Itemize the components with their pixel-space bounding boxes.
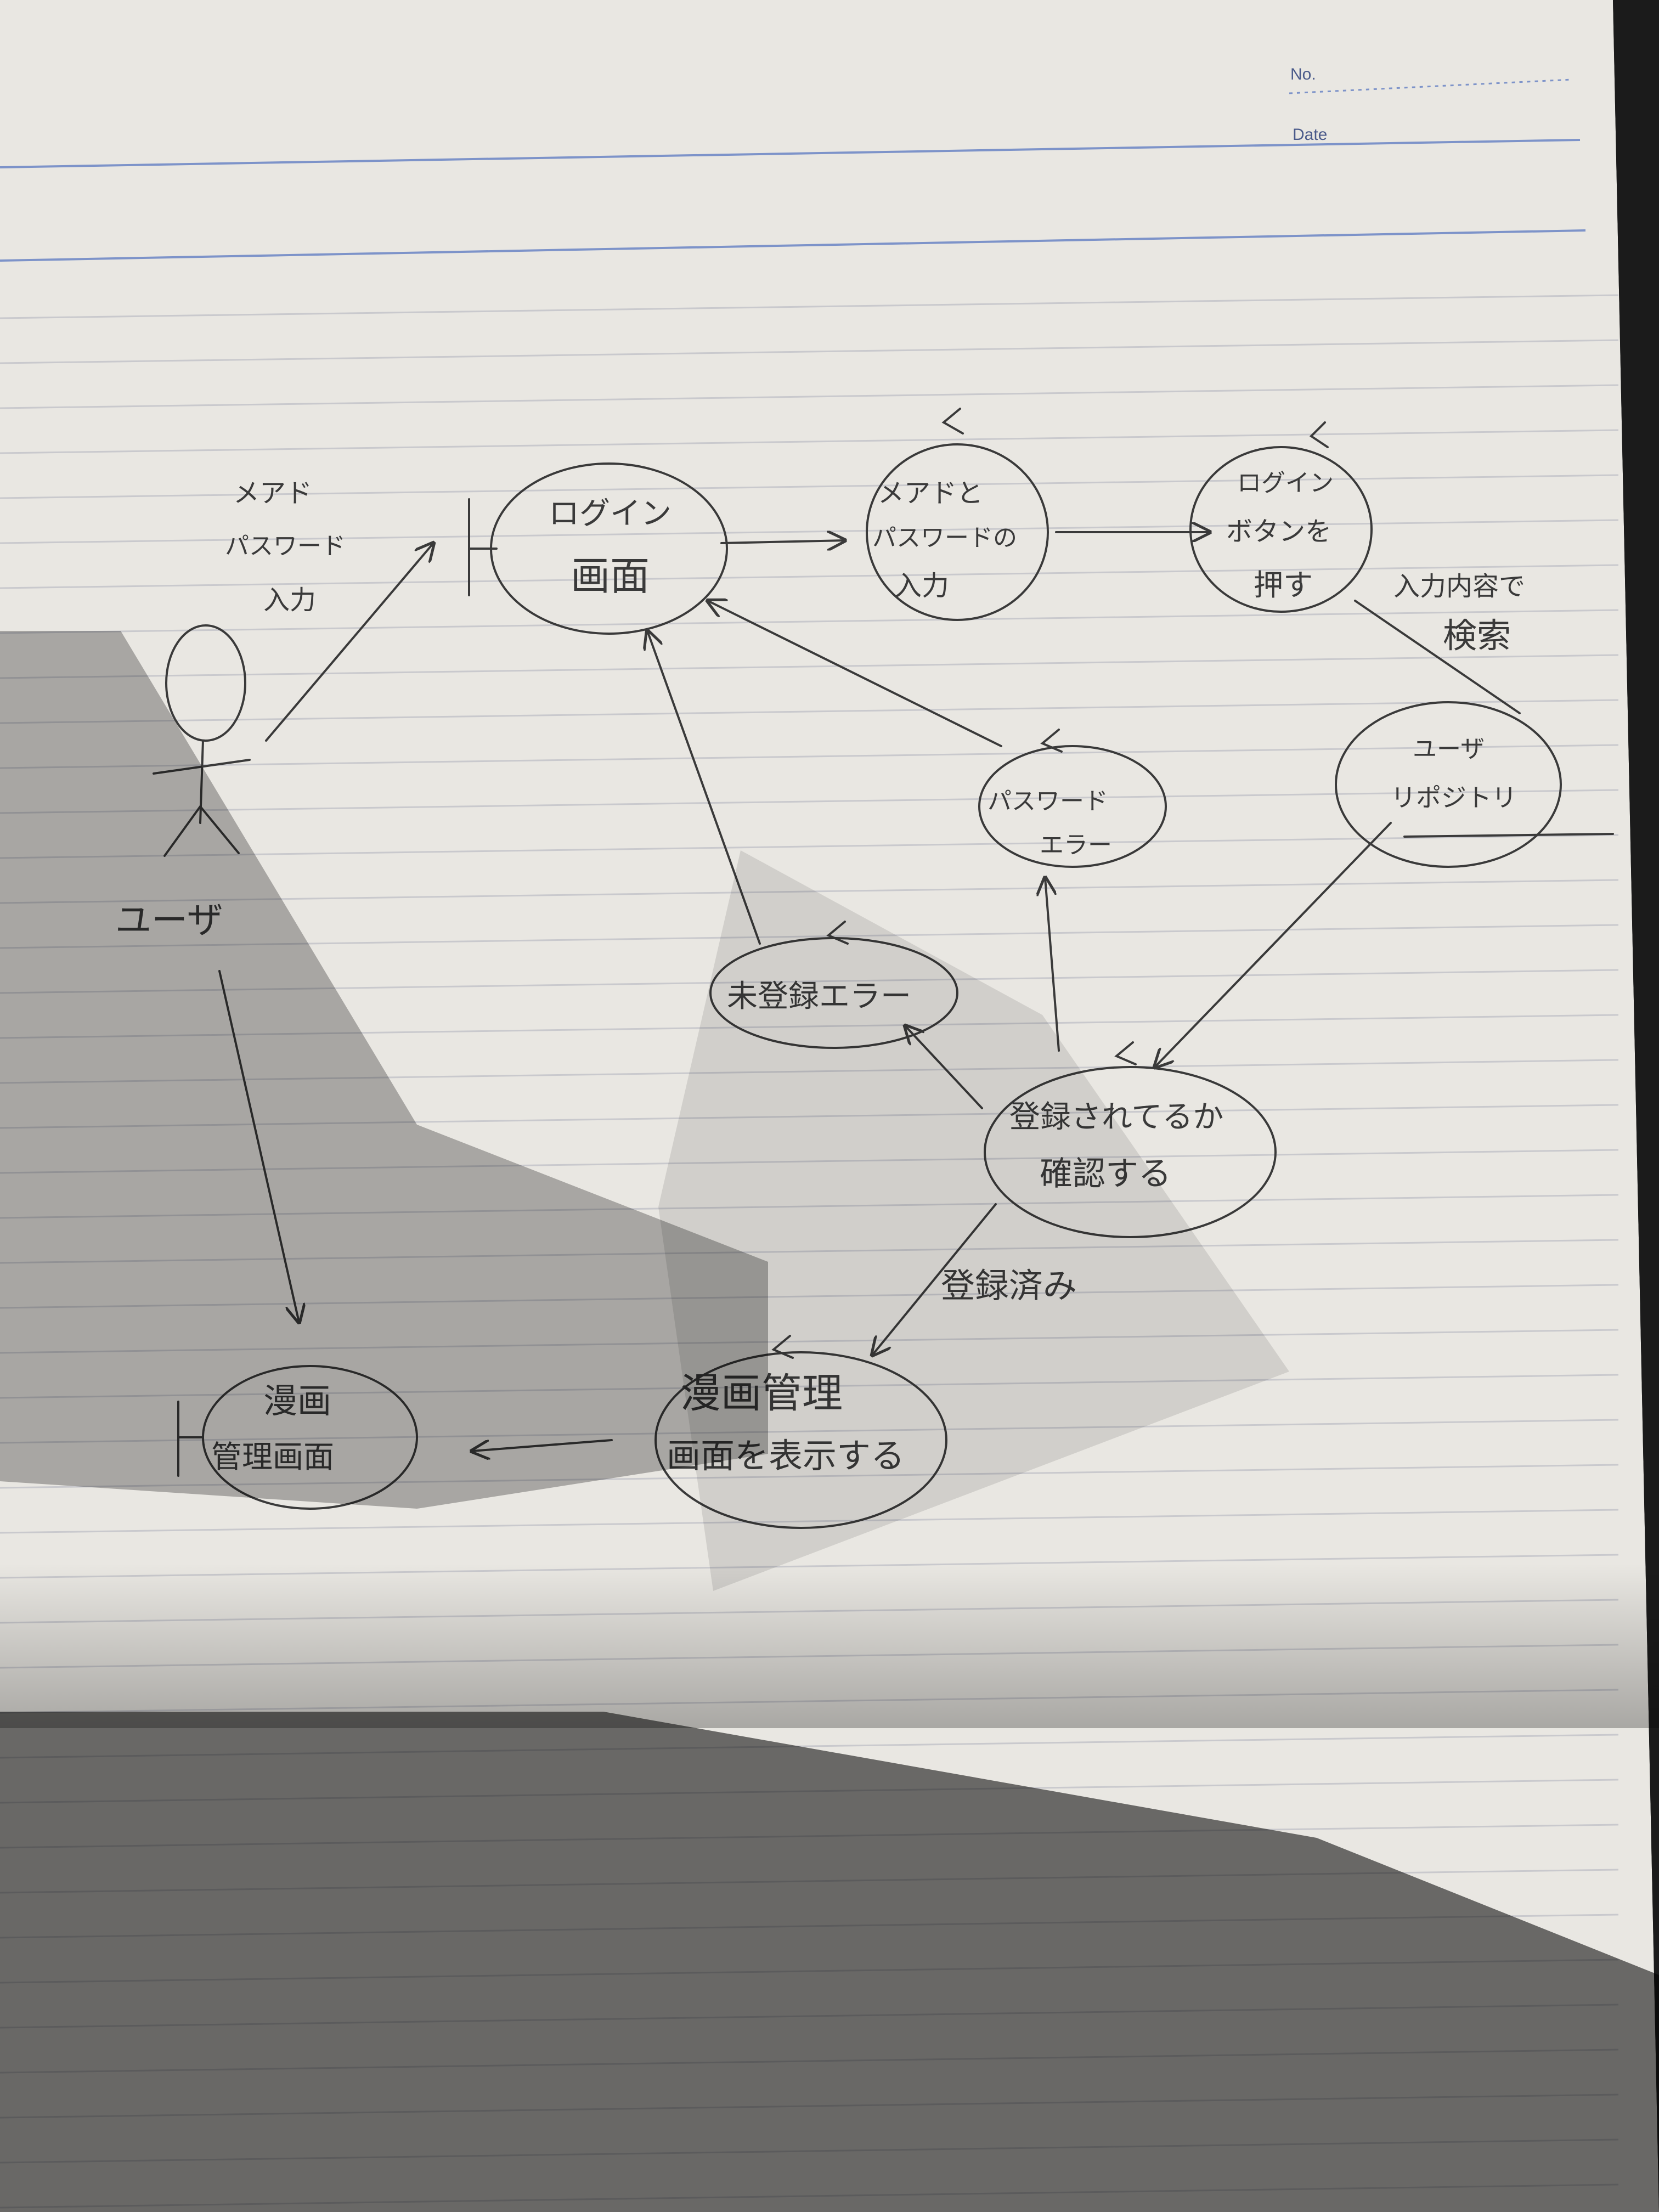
node-show-manga-admin: [654, 1351, 947, 1529]
user-input-label-1: メアド: [233, 478, 312, 509]
user-repository-text-2: リポジトリ: [1391, 783, 1517, 812]
ruled-line: [0, 1239, 1619, 1264]
ruled-line: [0, 384, 1619, 409]
user-input-label-3: 入力: [263, 585, 316, 616]
ruled-line: [0, 564, 1619, 589]
date-label: Date: [1293, 126, 1327, 144]
ruled-line: [0, 744, 1619, 769]
diagram: [153, 408, 1614, 1529]
shadow-bottom-fade: [0, 1564, 1659, 1728]
ruled-line: [0, 699, 1619, 724]
node-password-error: [978, 745, 1167, 868]
shadow-top-center: [658, 850, 1289, 1591]
login-screen-text-1: ログイン: [549, 496, 672, 532]
ruled-line: [0, 1374, 1619, 1399]
ruled-line: [0, 1149, 1619, 1174]
header-rule-1: [0, 139, 1581, 168]
ruled-line: [0, 834, 1619, 859]
header-rule-2: [0, 229, 1586, 262]
manga-admin-screen-text-2: 管理画面: [211, 1440, 334, 1475]
ruled-line: [0, 879, 1619, 904]
password-error-text-1: パスワード: [988, 787, 1108, 815]
node-user-repository: [1335, 701, 1562, 868]
user-repository-text-1: ユーザ: [1413, 735, 1485, 763]
show-manga-admin-text-1: 漫画管理: [680, 1370, 843, 1417]
no-underline: [1289, 78, 1572, 94]
ruled-line: [0, 969, 1619, 994]
no-label: No.: [1290, 65, 1316, 83]
ruled-line: [0, 1059, 1619, 1084]
ruled-line: [0, 1284, 1619, 1309]
search-label-2: 検索: [1443, 616, 1511, 656]
enter-credentials-text-3: 入力: [894, 570, 949, 602]
ruled-line: [0, 1014, 1619, 1039]
ruled-line: [0, 1194, 1619, 1219]
ruled-line: [0, 339, 1619, 364]
check-registered-text-1: 登録されてるか: [1009, 1099, 1223, 1135]
unregistered-error-text: 未登録エラー: [727, 979, 911, 1014]
node-press-login: [1189, 446, 1373, 613]
ruled-line: [0, 1509, 1619, 1534]
user-input-label-2: パスワード: [225, 532, 346, 560]
user-actor-icon: [153, 624, 251, 857]
diagram-text: メアド パスワード 入力 ユーザ ログイン 画面 メアドと パスワードの 入力 …: [115, 469, 1525, 1476]
password-error-text-2: エラー: [1040, 831, 1112, 859]
enter-credentials-text-2: パスワードの: [872, 524, 1017, 552]
ruled-line: [0, 1419, 1619, 1444]
ruled-line: [0, 609, 1619, 634]
shadow-bottom: [0, 1712, 1659, 2212]
node-check-registered: [984, 1066, 1277, 1238]
press-login-text-1: ログイン: [1237, 469, 1334, 497]
ruled-line: [0, 474, 1619, 499]
ruled-line: [0, 1104, 1619, 1129]
ruled-line: [0, 654, 1619, 679]
ruled-line: [0, 519, 1619, 544]
registered-label: 登録済み: [941, 1266, 1077, 1306]
press-login-text-3: 押す: [1254, 568, 1313, 602]
ruled-line: [0, 1464, 1619, 1489]
shadow-left: [0, 631, 768, 1509]
enter-credentials-text-1: メアドと: [878, 478, 983, 509]
ruled-line: [0, 924, 1619, 949]
login-screen-text-2: 画面: [571, 553, 650, 599]
show-manga-admin-text-2: 画面を表示する: [667, 1436, 905, 1476]
node-enter-credentials: [866, 443, 1049, 621]
ruled-line: [0, 1329, 1619, 1354]
manga-admin-screen-text-1: 漫画: [263, 1381, 331, 1421]
ruled-line: [0, 294, 1619, 319]
ruled-line: [0, 429, 1619, 454]
check-registered-text-2: 確認する: [1040, 1155, 1171, 1193]
press-login-text-2: ボタンを: [1226, 516, 1331, 547]
search-label-1: 入力内容で: [1393, 571, 1525, 602]
user-actor-label: ユーザ: [115, 899, 223, 941]
ruled-line: [0, 789, 1619, 814]
